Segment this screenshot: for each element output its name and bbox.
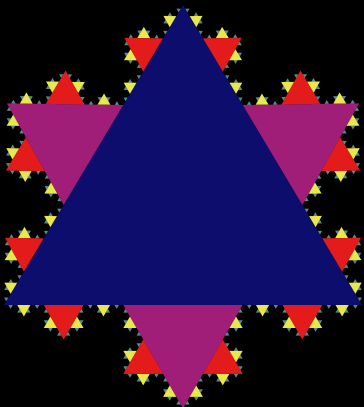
koch-snowflake-figure — [0, 0, 364, 407]
